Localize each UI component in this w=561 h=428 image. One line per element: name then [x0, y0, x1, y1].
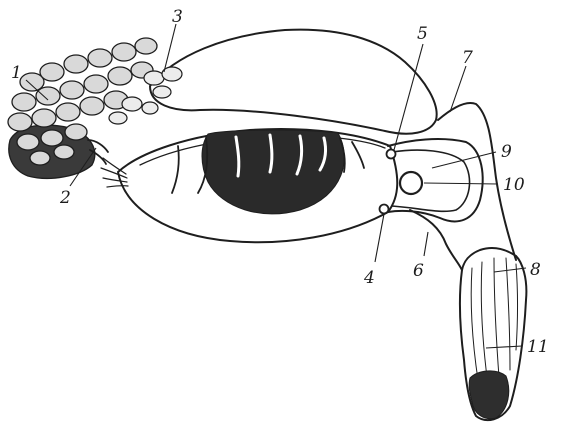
callout-5: 5: [417, 24, 428, 44]
leader-8: [494, 268, 526, 272]
callout-3: 3: [172, 7, 183, 27]
callout-1: 1: [11, 63, 22, 83]
callout-10: 10: [503, 175, 525, 195]
callout-6: 6: [413, 261, 424, 281]
callout-11: 11: [527, 337, 549, 357]
callout-2: 2: [59, 188, 71, 208]
leader-10: [424, 183, 498, 184]
tube-dark-tip: [469, 371, 509, 419]
callout-7: 7: [462, 48, 473, 68]
pore-5: [387, 150, 396, 159]
tube-fibers: [471, 258, 517, 390]
callout-4: 4: [363, 268, 375, 288]
upper-sac-outline: [150, 30, 437, 134]
callout-9: 9: [501, 142, 512, 162]
callout-8: 8: [530, 260, 541, 280]
opening-10: [400, 172, 422, 194]
pore-4: [380, 205, 389, 214]
dark-central-mass: [202, 130, 344, 214]
leader-9: [432, 152, 496, 168]
leader-7: [450, 66, 466, 112]
leader-4: [375, 214, 384, 262]
leader-6: [424, 232, 428, 256]
